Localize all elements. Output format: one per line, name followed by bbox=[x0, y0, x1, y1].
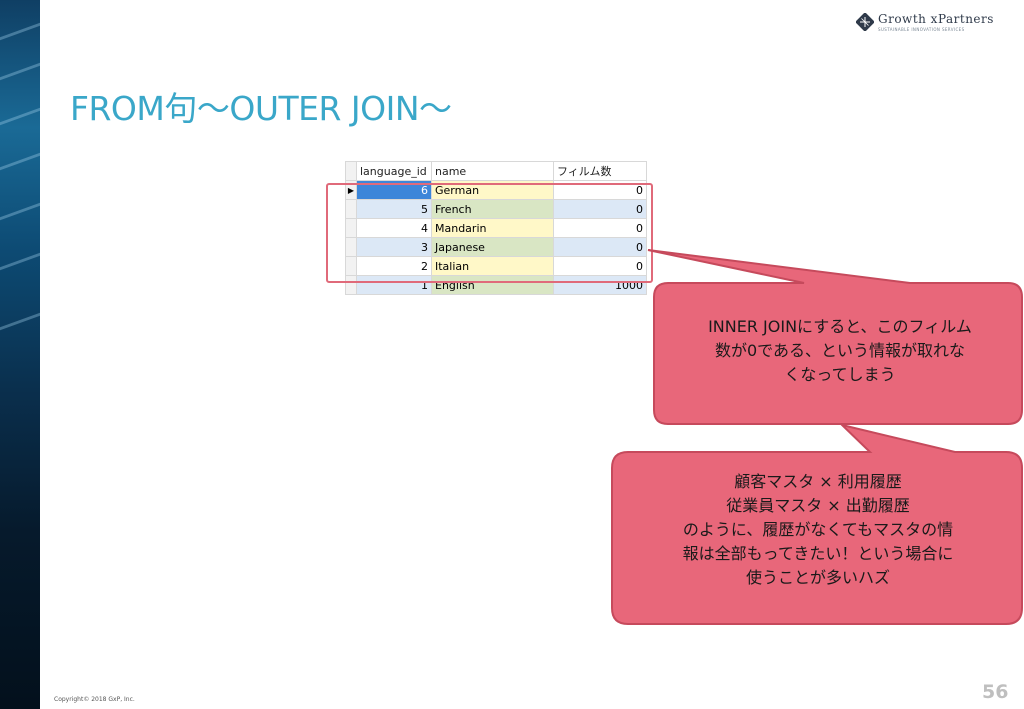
table-row[interactable]: 2 Italian 0 bbox=[345, 256, 647, 276]
cell-name[interactable]: German bbox=[431, 180, 554, 200]
cell-film-count[interactable]: 0 bbox=[553, 256, 647, 276]
callout-2-line: 報は全部もってきたい！という場合に bbox=[682, 544, 954, 563]
table-row[interactable]: 3 Japanese 0 bbox=[345, 237, 647, 257]
cell-film-count[interactable]: 1000 bbox=[553, 275, 647, 295]
callout-2-line: 従業員マスタ × 出勤履歴 bbox=[726, 496, 910, 515]
slide-title: FROM句～OUTER JOIN～ bbox=[70, 89, 452, 128]
callout-2-text: 顧客マスタ × 利用履歴 従業員マスタ × 出勤履歴 のように、履歴がなくてもマ… bbox=[618, 470, 1018, 590]
table-row[interactable]: 5 French 0 bbox=[345, 199, 647, 219]
logo-name: Growth xPartners bbox=[878, 11, 994, 26]
callout-2-bubble bbox=[611, 423, 1023, 625]
growth-xpartners-logo-icon bbox=[856, 13, 874, 31]
column-header-language-id[interactable]: language_id bbox=[356, 161, 432, 181]
callout-1-line: INNER JOINにすると、このフィルム bbox=[708, 317, 972, 336]
callout-1-text: INNER JOINにすると、このフィルム 数が0である、という情報が取れな く… bbox=[660, 315, 1020, 387]
callout-1-line: くなってしまう bbox=[784, 365, 896, 384]
table-row[interactable]: 4 Mandarin 0 bbox=[345, 218, 647, 238]
table-row[interactable]: 1 English 1000 bbox=[345, 275, 647, 295]
cell-language-id[interactable]: 1 bbox=[356, 275, 432, 295]
grid-header-row: language_id name フィルム数 bbox=[345, 161, 647, 181]
company-logo: Growth xPartners SUSTAINABLE INNOVATION … bbox=[856, 10, 994, 34]
callout-1-bubble bbox=[647, 249, 1023, 425]
zero-count-highlight-box bbox=[326, 183, 653, 283]
decorative-sidebar bbox=[0, 0, 40, 709]
callout-2-line: 顧客マスタ × 利用履歴 bbox=[734, 472, 902, 491]
cell-name[interactable]: Italian bbox=[431, 256, 554, 276]
query-result-grid: language_id name フィルム数 ▶ 6 German 0 5 Fr… bbox=[345, 161, 647, 295]
column-header-film-count[interactable]: フィルム数 bbox=[553, 161, 647, 181]
cell-language-id[interactable]: 4 bbox=[356, 218, 432, 238]
cell-name[interactable]: French bbox=[431, 199, 554, 219]
page-number: 56 bbox=[982, 681, 1009, 703]
cell-film-count[interactable]: 0 bbox=[553, 237, 647, 257]
table-row[interactable]: ▶ 6 German 0 bbox=[345, 180, 647, 200]
cell-film-count[interactable]: 0 bbox=[553, 180, 647, 200]
copyright-notice: Copyright© 2018 GxP, Inc. bbox=[54, 696, 135, 703]
cell-name[interactable]: Mandarin bbox=[431, 218, 554, 238]
logo-tagline: SUSTAINABLE INNOVATION SERVICES bbox=[878, 26, 965, 32]
cell-language-id[interactable]: 5 bbox=[356, 199, 432, 219]
cell-name[interactable]: Japanese bbox=[431, 237, 554, 257]
callout-2-line: のように、履歴がなくてもマスタの情 bbox=[682, 520, 954, 539]
callout-2-line: 使うことが多いハズ bbox=[745, 568, 890, 587]
callout-1-line: 数が0である、という情報が取れな bbox=[714, 341, 966, 360]
